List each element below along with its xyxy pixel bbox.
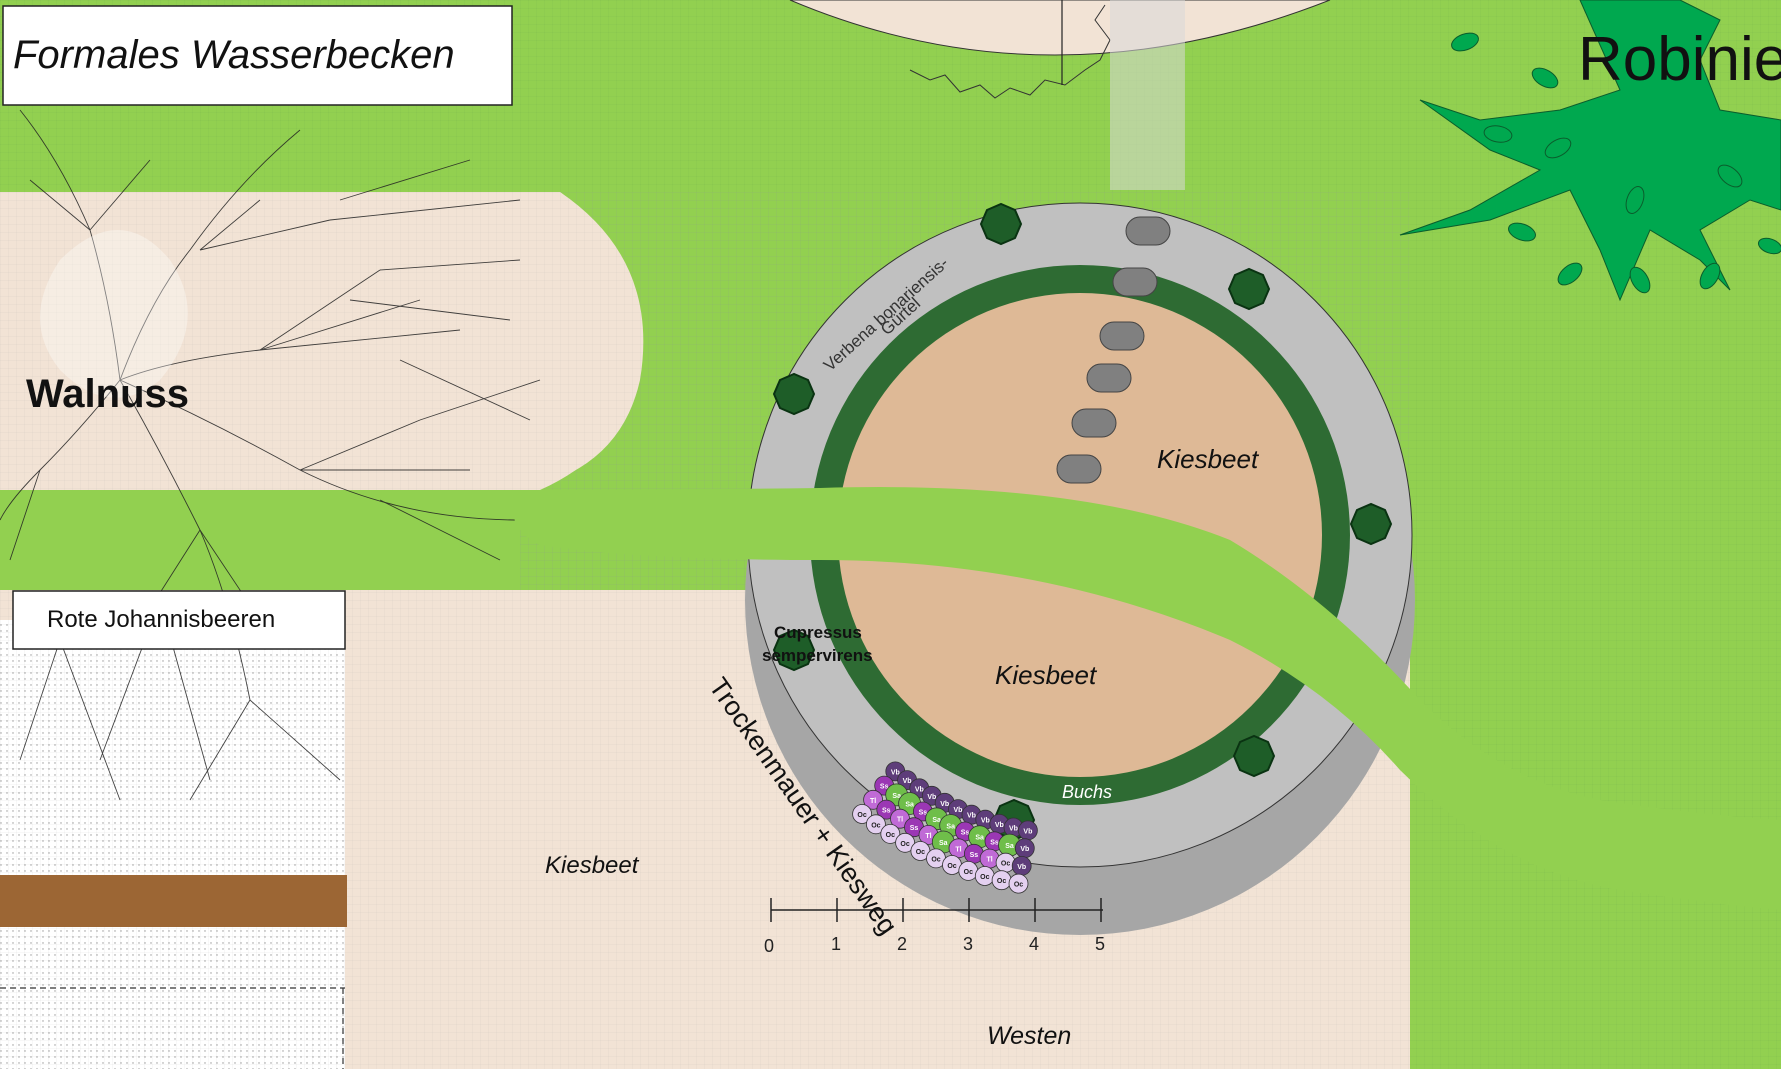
plant-code-label: Oc (1001, 861, 1010, 868)
plant-circle-oc (895, 832, 915, 853)
plant-code-label: Tl (955, 846, 961, 853)
west-label: Westen (987, 1022, 1071, 1050)
scale-tick-0: 0 (764, 936, 774, 956)
currants-label: Rote Johannisbeeren (47, 606, 275, 633)
plant-code-label: Ss (910, 825, 919, 832)
plant-code-label: Vb (903, 778, 912, 785)
currants-label-box (12, 590, 346, 650)
robinia-label: Robinie (1578, 25, 1781, 94)
plant-code-label: Vb (995, 822, 1004, 829)
plant-circle-oc (852, 804, 872, 824)
walnut-canopy-highlight (40, 230, 188, 398)
cupressus-label-line1: Cupressus (774, 623, 862, 642)
brown-edging (0, 875, 347, 927)
kiesbeet-upper-label: Kiesbeet (1157, 444, 1260, 474)
plant-code-label: Oc (886, 832, 895, 839)
plant-circle-oc (866, 814, 886, 835)
buchs-label: Buchs (1062, 782, 1112, 802)
plant-code-label: Vb (927, 794, 936, 801)
plant-circle-oc (880, 824, 901, 844)
plant-code-label: Tl (897, 817, 903, 824)
plant-code-label: Vb (1017, 864, 1026, 871)
plant-code-label: Oc (947, 863, 956, 870)
plant-code-label: Oc (980, 874, 989, 881)
plant-code-label: Sa (1005, 843, 1014, 850)
plant-code-label: Oc (997, 878, 1006, 885)
water-basin-shape (789, 0, 1331, 56)
plant-code-label: Ss (919, 810, 928, 817)
kiesbeet-west-label: Kiesbeet (545, 852, 640, 879)
scale-tick-5: 5 (1095, 934, 1105, 954)
plant-code-label: Ss (880, 784, 889, 791)
robinia-tree (1399, 0, 1781, 302)
cupressus-label-line2: sempervirens (762, 646, 873, 665)
plant-code-label: Vb (967, 813, 976, 820)
lawn-path (513, 487, 1781, 910)
scale-tick-1: 1 (831, 934, 841, 954)
plant-code-label: Oc (964, 869, 973, 876)
plant-code-label: Sa (892, 793, 901, 800)
plant-code-label: Sa (905, 802, 914, 809)
water-basin-label-box (2, 5, 513, 106)
plant-code-label: Vb (940, 801, 949, 808)
scale-tick-2: 2 (897, 934, 907, 954)
plant-code-label: Oc (916, 849, 925, 856)
lawn-strip-west (0, 490, 520, 590)
plant-code-label: Ss (990, 839, 999, 846)
plant-code-label: Vb (1009, 826, 1018, 833)
stepping-stones (1056, 216, 1171, 484)
plant-code-label: Ss (961, 830, 970, 837)
water-basin-edge (909, 4, 1111, 99)
plant-code-label: Tl (986, 857, 992, 864)
plant-code-label: Oc (931, 856, 940, 863)
plant-code-label: Oc (857, 812, 866, 819)
plant-code-label: Sa (939, 840, 948, 847)
plant-code-label: Sa (932, 817, 941, 824)
plant-code-label: Sa (975, 835, 984, 842)
plant-code-label: Vb (915, 786, 924, 793)
scale-bar (770, 898, 1103, 922)
plant-code-label: Vb (891, 769, 900, 776)
plant-code-label: Vb (1023, 828, 1032, 835)
scale-tick-4: 4 (1029, 934, 1039, 954)
plant-code-label: Vb (954, 807, 963, 814)
plant-code-label: Ss (882, 808, 891, 815)
plant-code-label: Oc (871, 822, 880, 829)
plant-code-label: Tl (870, 798, 876, 805)
plant-code-label: Tl (925, 833, 931, 840)
plant-code-label: Ss (970, 852, 979, 859)
plant-code-label: Sa (946, 824, 955, 831)
plant-circle-ss (876, 799, 897, 820)
kiesbeet-lower-label: Kiesbeet (995, 660, 1098, 690)
plant-code-label: Vb (981, 818, 990, 825)
water-basin-label: Formales Wasserbecken (13, 33, 455, 77)
plant-code-label: Oc (900, 841, 909, 848)
scale-tick-3: 3 (963, 934, 973, 954)
plant-circle-oc (1008, 873, 1029, 894)
plant-code-label: Oc (1014, 882, 1023, 889)
walnut-tree-sketch (0, 109, 541, 801)
plant-code-label: Vb (1020, 846, 1029, 853)
water-shadow (1110, 0, 1185, 190)
walnut-label: Walnuss (26, 372, 189, 416)
